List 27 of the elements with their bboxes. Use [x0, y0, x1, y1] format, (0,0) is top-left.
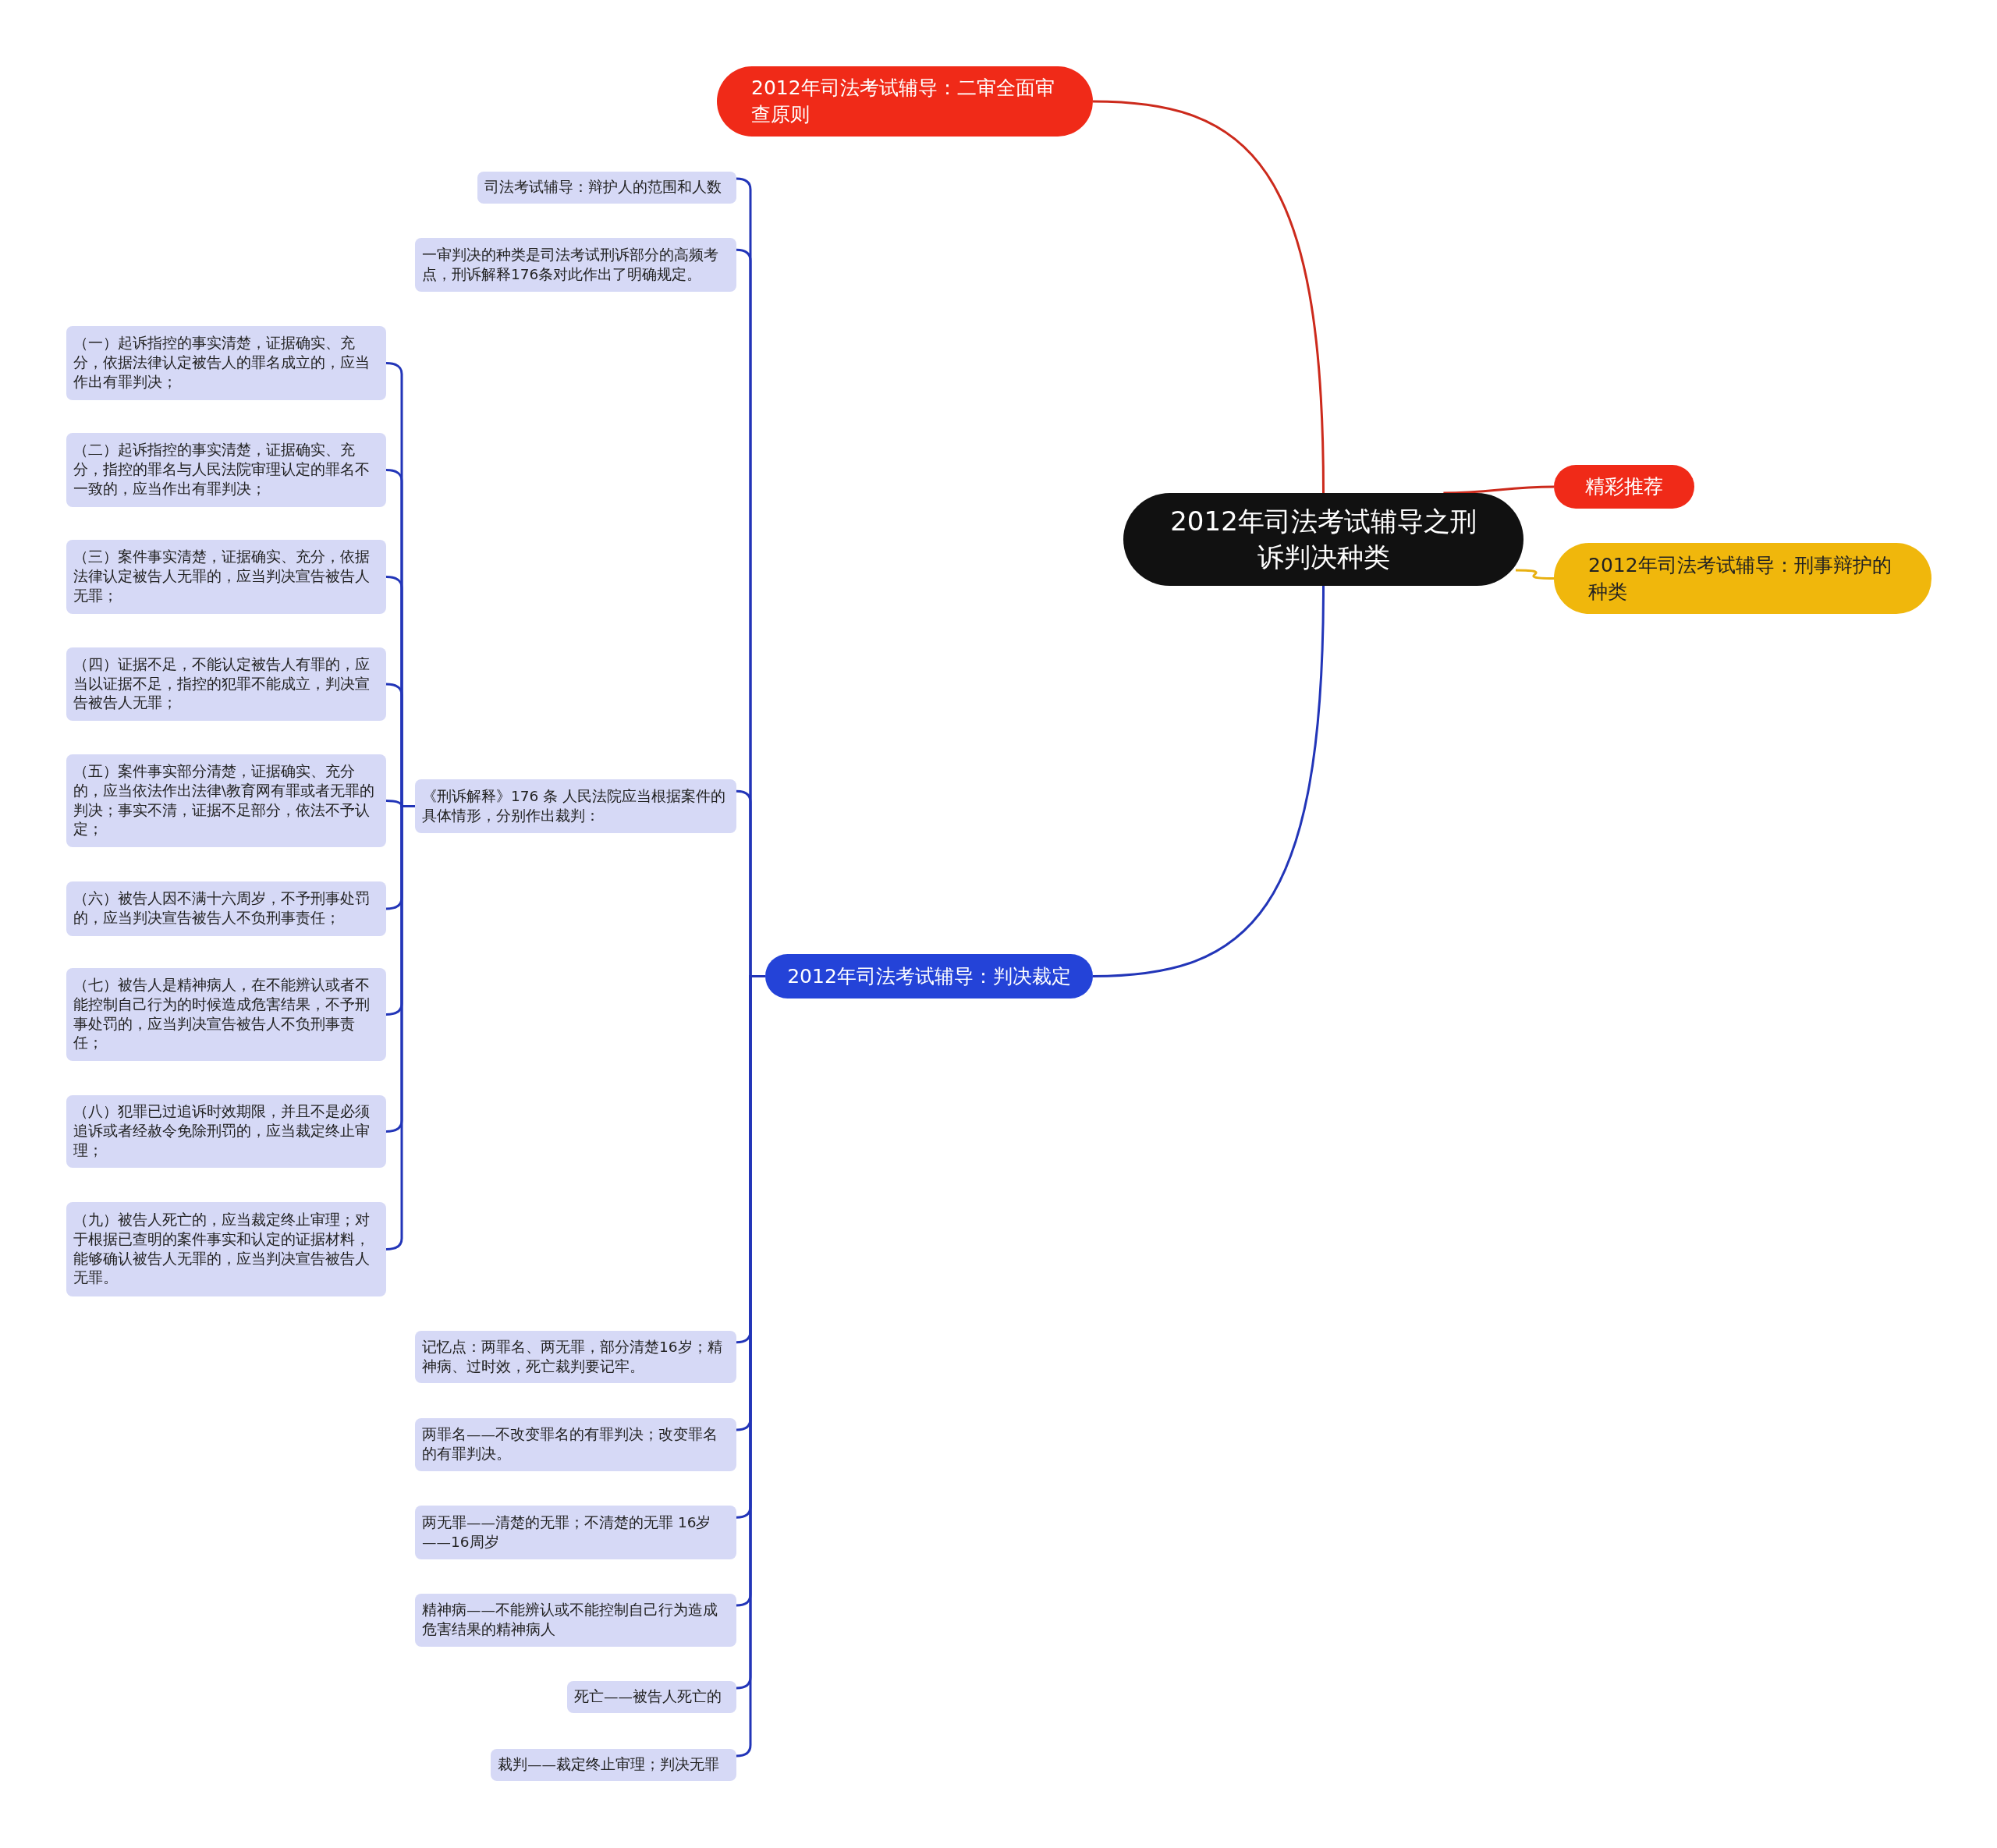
topic-pill: 精彩推荐 — [1554, 465, 1694, 509]
subtopic-box: 两无罪——清楚的无罪；不清楚的无罪 16岁——16周岁 — [415, 1506, 736, 1559]
connector-line — [1092, 100, 1325, 494]
subtopic-box: 死亡——被告人死亡的 — [567, 1681, 736, 1713]
topic-pill: 2012年司法考试辅导：判决裁定 — [765, 954, 1093, 998]
topic-pill: 2012年司法考试辅导：二审全面审查原则 — [717, 66, 1093, 137]
subtopic-box: （八）犯罪已过追诉时效期限，并且不是必须追诉或者经赦令免除刑罚的，应当裁定终止审理； — [66, 1095, 386, 1168]
subtopic-box: 两罪名——不改变罪名的有罪判决；改变罪名的有罪判决。 — [415, 1418, 736, 1471]
connector-line — [1515, 569, 1555, 580]
connector-line — [1443, 485, 1554, 495]
subtopic-box: 《刑诉解释》176 条 人民法院应当根据案件的具体情形，分别作出裁判： — [415, 779, 736, 833]
subtopic-box: （五）案件事实部分清楚，证据确实、充分的，应当依法作出法律\教育网有罪或者无罪的判决；事实不清，证据不足部分，依法不予认定； — [66, 754, 386, 847]
subtopic-box: （二）起诉指控的事实清楚，证据确实、充分，指控的罪名与人民法院审理认定的罪名不一致的，应当作出有罪判决； — [66, 433, 386, 507]
subtopic-box: （六）被告人因不满十六周岁，不予刑事处罚的，应当判决宣告被告人不负刑事责任； — [66, 881, 386, 936]
connector-line — [1092, 585, 1325, 977]
topic-pill: 2012年司法考试辅导：刑事辩护的种类 — [1554, 543, 1931, 614]
subtopic-box: 一审判决的种类是司法考试刑诉部分的高频考点，刑诉解释176条对此作出了明确规定。 — [415, 238, 736, 292]
subtopic-box: 记忆点：两罪名、两无罪，部分清楚16岁；精神病、过时效，死亡裁判要记牢。 — [415, 1331, 736, 1383]
central-topic-box: 2012年司法考试辅导之刑诉判决种类 — [1123, 493, 1523, 586]
subtopic-box: （九）被告人死亡的，应当裁定终止审理；对于根据已查明的案件事实和认定的证据材料，能够确认被告人无罪的，应当判决宣告被告人无罪。 — [66, 1202, 386, 1296]
subtopic-box: 精神病——不能辨认或不能控制自己行为造成危害结果的精神病人 — [415, 1594, 736, 1647]
subtopic-box: （一）起诉指控的事实清楚，证据确实、充分，依据法律认定被告人的罪名成立的，应当作出有罪判决； — [66, 326, 386, 400]
subtopic-box: （七）被告人是精神病人，在不能辨认或者不能控制自己行为的时候造成危害结果，不予刑事处罚的，应当判决宣告被告人不负刑事责任； — [66, 968, 386, 1061]
subtopic-box: （四）证据不足，不能认定被告人有罪的，应当以证据不足，指控的犯罪不能成立，判决宣告被告人无罪； — [66, 647, 386, 721]
subtopic-box: 司法考试辅导：辩护人的范围和人数 — [477, 172, 736, 204]
subtopic-box: 裁判——裁定终止审理；判决无罪 — [491, 1749, 736, 1781]
subtopic-box: （三）案件事实清楚，证据确实、充分，依据法律认定被告人无罪的，应当判决宣告被告人无罪； — [66, 540, 386, 614]
